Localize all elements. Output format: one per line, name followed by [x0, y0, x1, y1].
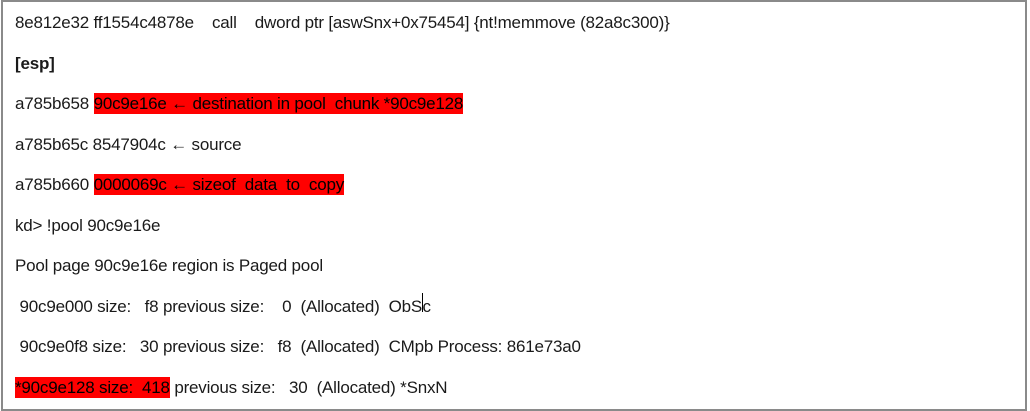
- text-segment: kd> !pool 90c9e16e: [15, 215, 161, 235]
- output-line: a785b658 90c9e16e ← destination in pool …: [15, 84, 1025, 125]
- output-line: Pool page 90c9e16e region is Paged pool: [15, 246, 1025, 287]
- output-line: a785b65c 8547904c ← source: [15, 125, 1025, 166]
- text-segment: previous size: 30 (Allocated) *SnxN: [169, 377, 448, 397]
- text-segment: a785b660: [15, 175, 94, 194]
- text-segment: 8e812e32 ff1554c4878e call dword ptr [as…: [15, 13, 670, 32]
- debug-output: 8e812e32 ff1554c4878e call dword ptr [as…: [15, 2, 1025, 408]
- text-segment: Pool page 90c9e16e region is Paged pool: [15, 256, 323, 275]
- text-segment: 90c9e0f8 size: 30 previous size: f8 (All…: [15, 337, 581, 356]
- output-line: 8e812e32 ff1554c4878e call dword ptr [as…: [15, 3, 1025, 44]
- output-line: 90c9e000 size: f8 previous size: 0 (Allo…: [15, 287, 1025, 328]
- text-segment: [esp]: [15, 53, 55, 73]
- text-segment: a785b65c 8547904c ← source: [15, 134, 242, 154]
- text-segment: a785b658: [15, 94, 94, 113]
- highlighted-text: 0000069c ← sizeof data to copy: [93, 174, 345, 195]
- text-cursor: [421, 292, 424, 312]
- text-segment: 90c9e000 size: f8 previous size: 0 (Allo…: [15, 296, 423, 316]
- output-line: kd> !pool 90c9e16e: [15, 206, 1025, 247]
- highlighted-text: *90c9e128 size: 418: [15, 376, 170, 398]
- text-segment: c: [422, 296, 432, 316]
- output-line: [esp]: [15, 44, 1025, 85]
- output-line: a785b660 0000069c ← sizeof data to copy: [15, 165, 1025, 206]
- highlighted-text: 90c9e16e ← destination in pool chunk *90…: [93, 93, 464, 114]
- output-line: 90c9e0f8 size: 30 previous size: f8 (All…: [15, 327, 1025, 368]
- output-line: *90c9e128 size: 418 previous size: 30 (A…: [15, 368, 1025, 409]
